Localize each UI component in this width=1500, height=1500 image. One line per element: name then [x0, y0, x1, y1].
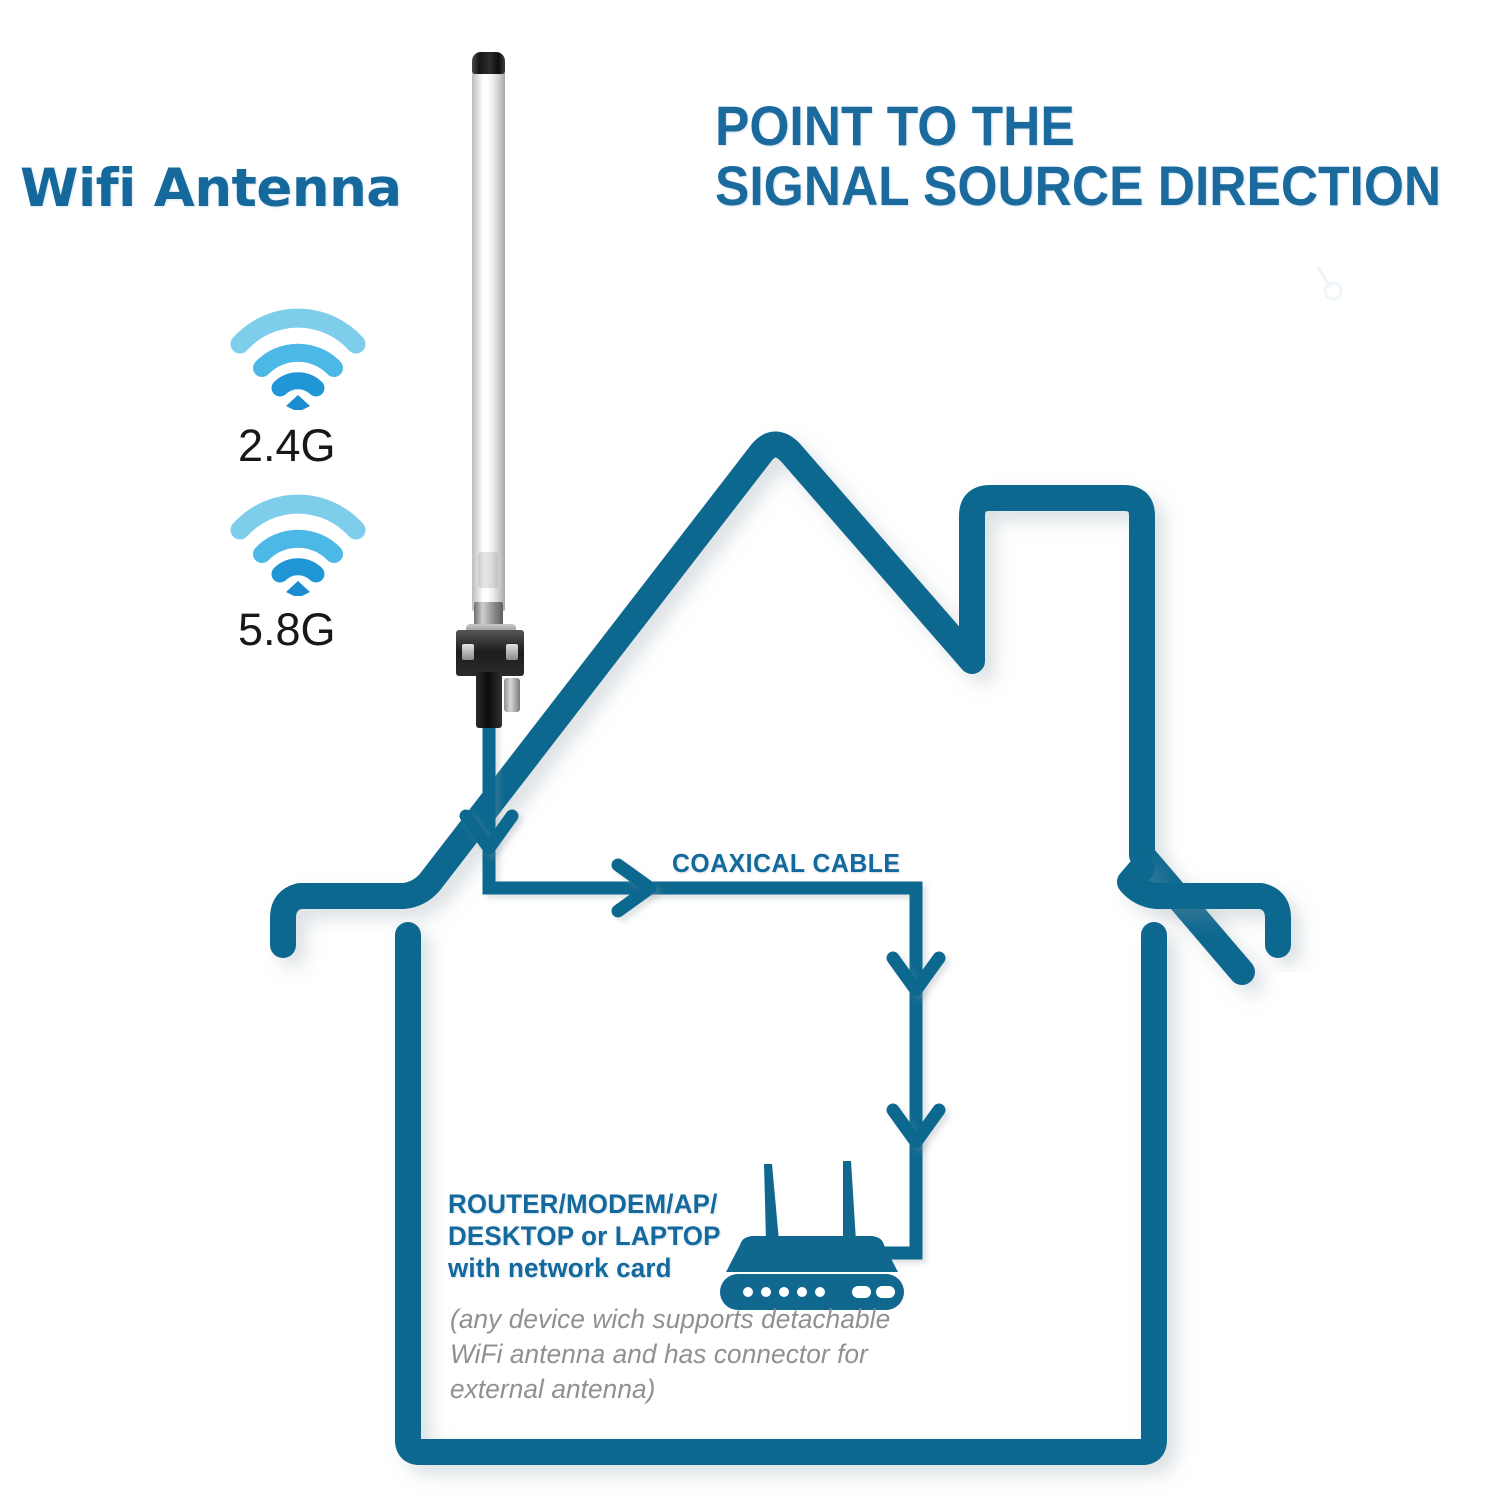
device-note-line-2: WiFi antenna and has connector for	[450, 1339, 868, 1370]
headline-line-2: SIGNAL SOURCE DIRECTION	[715, 153, 1442, 217]
device-label-line-1: ROUTER/MODEM/AP/	[448, 1189, 718, 1219]
device-note: (any device wich supports detachable WiF…	[450, 1302, 890, 1407]
antenna-connector	[504, 678, 520, 712]
house-roof-right-icon	[1117, 855, 1291, 958]
device-note-line-1: (any device wich supports detachable	[450, 1304, 891, 1334]
coaxial-cable-path	[482, 660, 923, 1260]
device-label-line-3: with network card	[448, 1253, 672, 1284]
antenna-rod	[472, 66, 505, 611]
outdoor-omni-antenna	[456, 52, 530, 728]
device-label-line-2: DESKTOP or LAPTOP	[448, 1221, 721, 1252]
headline-line-1: POINT TO THE	[715, 94, 1075, 157]
antenna-mount-bracket	[456, 630, 524, 676]
headline: POINT TO THE SIGNAL SOURCE DIRECTION	[715, 96, 1441, 216]
coaxial-cable-label: COAXICAL CABLE	[672, 848, 901, 878]
cable-arrow-2-icon	[611, 858, 657, 918]
antenna-top-cap	[472, 52, 505, 74]
router-leds-icon	[743, 1286, 895, 1298]
band-label-24g: 2.4G	[238, 420, 336, 471]
device-note-line-3: external antenna)	[450, 1374, 656, 1405]
device-label: ROUTER/MODEM/AP/ DESKTOP or LAPTOP with …	[448, 1188, 721, 1284]
wifi-signal-icon-58g	[230, 494, 366, 596]
antenna-mast-stem	[476, 672, 502, 728]
antenna-brandmark	[478, 552, 498, 588]
band-label-58g: 5.8G	[238, 604, 336, 655]
cable-arrow-3-icon	[886, 951, 946, 997]
cable-arrow-1-icon	[459, 809, 519, 855]
house-outline-icon	[270, 431, 1255, 985]
wifi-antenna-title: Wifi Antenna	[20, 158, 402, 219]
cable-arrow-4-icon	[886, 1103, 946, 1149]
wifi-signal-icon-24g	[230, 308, 366, 410]
